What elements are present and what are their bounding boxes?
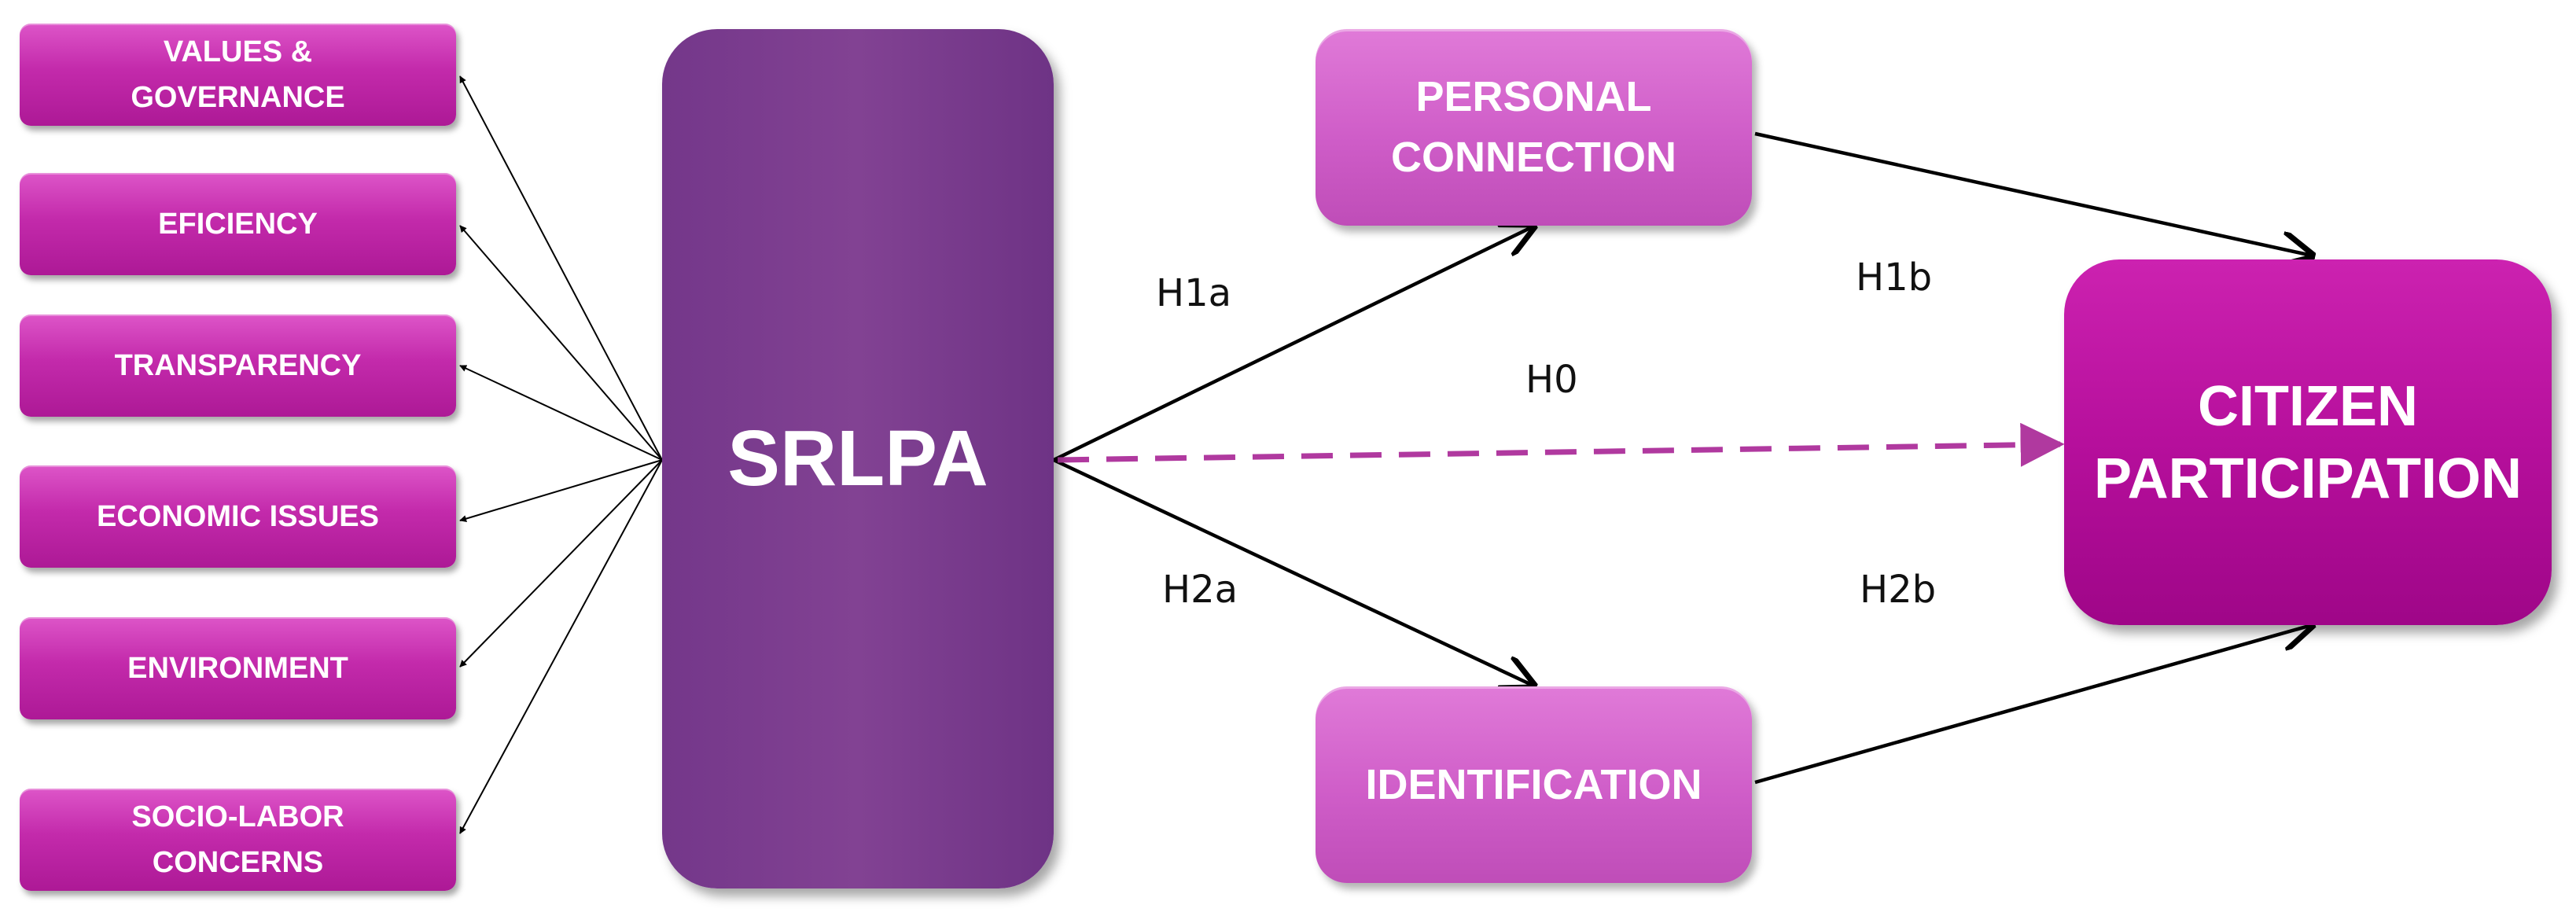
mediator-label: PERSONAL [1415, 73, 1652, 120]
citizen-participation-box: CITIZEN PARTICIPATION [2064, 259, 2552, 625]
identification-box: IDENTIFICATION [1316, 686, 1752, 883]
dimension-label: VALUES & [163, 35, 313, 68]
dimension-box-transparency: TRANSPARENCY [20, 315, 456, 417]
dimension-box-socio-labor: SOCIO-LABOR CONCERNS [20, 789, 456, 891]
arrow-to-transparency [459, 365, 663, 461]
arrow-h2a [1053, 458, 1533, 686]
arrow-h1a [1053, 226, 1533, 462]
arrow-to-socio [459, 459, 663, 834]
mediator-label: IDENTIFICATION [1365, 760, 1702, 808]
arrow-h2b [1754, 625, 2312, 785]
dimension-arrows [459, 75, 663, 834]
dimension-box-eficiency: EFICIENCY [20, 173, 456, 275]
srlpa-label: SRLPA [727, 414, 988, 502]
dimension-label: GOVERNANCE [131, 81, 345, 114]
mediator-label: CONNECTION [1391, 134, 1676, 181]
hypothesis-label-h1b: H1b [1856, 256, 1933, 300]
hypothesis-label-h1a: H1a [1156, 271, 1232, 315]
outcome-label: CITIZEN [2198, 374, 2418, 438]
hypothesis-label-h0: H0 [1525, 358, 1578, 402]
dimension-box-economic-issues: ECONOMIC ISSUES [20, 465, 456, 568]
dimension-label: TRANSPARENCY [114, 349, 362, 382]
arrow-to-eficiency [459, 225, 663, 461]
dimension-label: ENVIRONMENT [127, 652, 348, 685]
hypothesis-label-h2b: H2b [1860, 568, 1937, 612]
dimension-label: SOCIO-LABOR [131, 800, 344, 833]
arrow-to-environment [459, 459, 663, 668]
dimension-label: ECONOMIC ISSUES [97, 500, 379, 533]
arrow-to-values [459, 75, 663, 461]
outcome-label: PARTICIPATION [2094, 447, 2522, 510]
arrow-to-economic [459, 459, 663, 522]
dimension-label: EFICIENCY [158, 208, 318, 241]
arrow-h0-dashed [1057, 422, 2065, 467]
dimension-box-values-governance: VALUES & GOVERNANCE [20, 24, 456, 126]
srlpa-box: SRLPA [662, 29, 1054, 888]
arrow-h1b [1754, 131, 2312, 256]
hypothesis-label-h2a: H2a [1162, 568, 1238, 612]
dimension-box-environment: ENVIRONMENT [20, 617, 456, 719]
dimension-label: CONCERNS [152, 846, 324, 879]
personal-connection-box: PERSONAL CONNECTION [1316, 29, 1752, 226]
